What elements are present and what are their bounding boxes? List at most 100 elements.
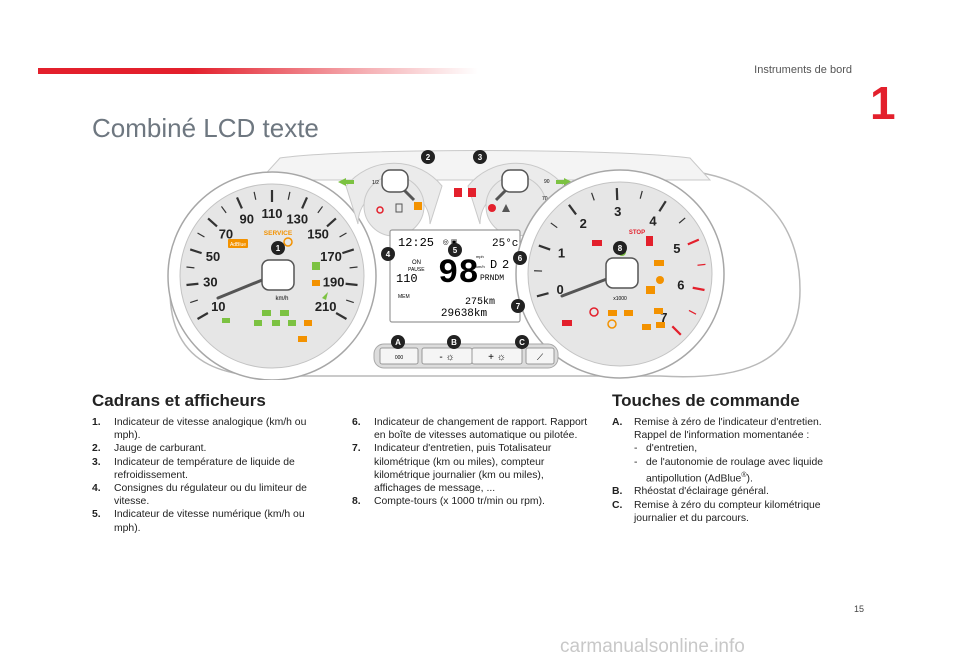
tachometer-label: 5 bbox=[673, 241, 680, 256]
list-item: 4.Consignes du régulateur ou du limiteur… bbox=[92, 483, 307, 508]
middle-list: 6.Indicateur de changement de rapport. R… bbox=[352, 416, 592, 508]
list-item: A.Remise à zéro de l'indicateur d'entret… bbox=[612, 416, 842, 485]
dial-tick bbox=[189, 248, 202, 255]
list-item: 6.Indicateur de changement de rapport. R… bbox=[352, 417, 588, 442]
dimmer-minus-icon: - ☼ bbox=[439, 352, 454, 363]
dimmer-plus-icon: + ☼ bbox=[488, 352, 506, 363]
speedometer-unit: km/h bbox=[275, 296, 288, 302]
dial-tick bbox=[671, 325, 682, 336]
fuel-half-label: 1/2 bbox=[372, 180, 379, 186]
dial-tick bbox=[317, 206, 324, 214]
tachometer-label: 0 bbox=[556, 282, 563, 297]
dial-tick bbox=[287, 191, 291, 200]
callout-marker bbox=[513, 251, 527, 265]
callout-marker bbox=[613, 241, 627, 255]
list-item: 7.Indicateur d'entretien, puis Totalisat… bbox=[352, 443, 552, 495]
hill-assist-icon bbox=[607, 319, 617, 329]
tachometer-label: 3 bbox=[614, 204, 621, 219]
callout-label: C bbox=[519, 338, 525, 347]
lane-assist-icon bbox=[322, 292, 328, 300]
speedometer-label: 50 bbox=[206, 249, 220, 264]
side-light-icon bbox=[262, 310, 271, 316]
adblue-label: AdBlue bbox=[230, 242, 246, 248]
dial-tick bbox=[568, 204, 577, 216]
lcd-pause: PAUSE bbox=[408, 267, 425, 273]
chapter-number: 1 bbox=[870, 77, 896, 129]
lcd-gear: D bbox=[490, 258, 497, 272]
speedometer-label: 150 bbox=[307, 227, 329, 242]
passenger-belt-icon bbox=[468, 188, 476, 197]
callout-label: 7 bbox=[516, 302, 521, 311]
callout-label: 6 bbox=[518, 254, 523, 263]
callout-label: 3 bbox=[478, 153, 483, 162]
callout-marker bbox=[473, 150, 487, 164]
dial-tick bbox=[687, 238, 700, 246]
adaptive-light-icon bbox=[312, 262, 320, 270]
temp-hub bbox=[501, 169, 529, 193]
lcd-speed: 98 bbox=[438, 255, 479, 293]
speedometer-label: 170 bbox=[320, 249, 342, 264]
dial-tick bbox=[186, 266, 195, 269]
sub-item: d'entretien, bbox=[634, 442, 842, 455]
turn-left-icon bbox=[338, 178, 354, 186]
main-beam-icon bbox=[272, 320, 280, 326]
left-list: 1.Indicateur de vitesse analogique (km/h… bbox=[92, 416, 332, 535]
list-item: B.Rhéostat d'éclairage général. bbox=[612, 486, 769, 498]
fog-front-icon bbox=[280, 310, 289, 316]
coolant-temp-icon bbox=[502, 204, 510, 212]
list-item: C.Remise à zéro du compteur kilométrique… bbox=[612, 499, 821, 524]
dial-tick bbox=[301, 196, 308, 209]
dial-tick bbox=[326, 217, 337, 228]
front-fog-green-icon bbox=[254, 320, 262, 326]
lcd-unit-kmh: km/h bbox=[476, 264, 485, 269]
lcd-time: 12:25 bbox=[398, 236, 434, 250]
glow-plug-icon bbox=[298, 336, 307, 342]
lcd-odo: 29638km bbox=[441, 308, 488, 320]
callout-marker bbox=[391, 335, 405, 349]
tachometer-unit: x1000 bbox=[613, 296, 627, 302]
seatbelt-left-icon bbox=[414, 202, 422, 210]
header-accent-bar bbox=[38, 68, 478, 74]
dial-tick bbox=[197, 232, 205, 238]
lcd-gears: PRNDM bbox=[480, 274, 504, 283]
dial-tick bbox=[207, 217, 218, 228]
service-label: SERVICE bbox=[264, 230, 293, 237]
stop-label: STOP bbox=[629, 230, 645, 236]
list-item: 5.Indicateur de vitesse numérique (km/h … bbox=[92, 509, 305, 534]
lcd-gear-num: 2 bbox=[502, 258, 509, 272]
dial-tick bbox=[550, 222, 558, 229]
dial-tick bbox=[186, 282, 199, 287]
lcd-icons: ◎ ▣ bbox=[443, 239, 458, 246]
callout-marker bbox=[381, 247, 395, 261]
right-list: A.Remise à zéro de l'indicateur d'entret… bbox=[612, 416, 842, 525]
callout-marker bbox=[421, 150, 435, 164]
dial-tick bbox=[591, 192, 595, 201]
button-c[interactable] bbox=[525, 347, 555, 365]
tachometer-ticks bbox=[534, 188, 706, 336]
fuel-hub bbox=[381, 169, 409, 193]
oil-pressure-icon bbox=[592, 240, 602, 246]
speedometer-label: 10 bbox=[211, 299, 225, 314]
button-b-plus[interactable] bbox=[471, 347, 523, 365]
speedometer-label: 190 bbox=[323, 274, 345, 289]
callout-marker bbox=[511, 299, 525, 313]
speedometer-ticks bbox=[186, 190, 358, 320]
tachometer-hub bbox=[605, 257, 639, 289]
callout-label: A bbox=[395, 338, 401, 347]
speedometer-label: 110 bbox=[262, 206, 283, 221]
steering-icon bbox=[642, 324, 651, 330]
dial-tick bbox=[236, 196, 243, 209]
tachometer-label: 6 bbox=[677, 278, 684, 293]
callout-marker bbox=[447, 335, 461, 349]
airbag-icon bbox=[646, 236, 653, 246]
speedometer-hub bbox=[261, 259, 295, 291]
dial-tick bbox=[342, 248, 355, 255]
fog-rear-icon bbox=[312, 280, 320, 286]
left-heading: Cadrans et afficheurs bbox=[92, 391, 266, 410]
dial-tick bbox=[536, 292, 549, 298]
low-fuel-icon bbox=[376, 206, 384, 214]
dial-tick bbox=[658, 200, 667, 212]
